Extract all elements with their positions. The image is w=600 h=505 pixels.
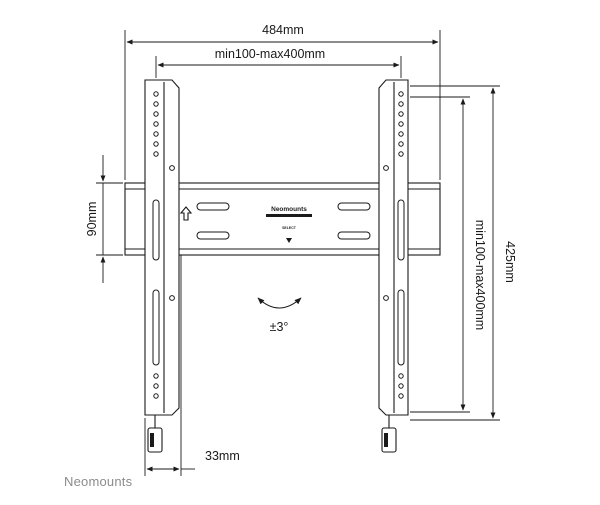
level-marker-icon	[286, 238, 292, 243]
footer-brand: Neomounts	[64, 474, 133, 489]
left-safety-bolt	[147, 415, 163, 453]
dimension-vesa-vertical	[410, 96, 470, 413]
right-safety-bolt	[381, 415, 397, 453]
left-bracket-arm	[144, 79, 180, 416]
vesa-vertical-label: min100-max400mm	[473, 220, 487, 330]
tilt-arrows-icon	[257, 297, 302, 309]
vesa-horizontal-label: min100-max400mm	[215, 47, 325, 61]
plate-logo-name: Neomounts	[271, 206, 307, 213]
wall-distance-label: 33mm	[205, 449, 240, 463]
tilt-indicator	[257, 297, 302, 309]
rail-height-label: 90mm	[85, 202, 99, 237]
dimension-overall-width	[124, 30, 441, 180]
dimension-wall-distance	[144, 255, 195, 476]
up-arrow-icon	[179, 206, 193, 221]
overall-height-label: 425mm	[503, 241, 517, 283]
overall-width-label: 484mm	[262, 23, 304, 37]
dimension-vesa-horizontal	[155, 56, 402, 78]
dimension-overall-height	[410, 85, 500, 421]
plate-logo-model: SELECT	[282, 226, 297, 230]
right-bracket-arm	[378, 79, 409, 416]
dimension-rail-height	[96, 155, 123, 283]
tilt-label: ±3°	[270, 320, 289, 334]
